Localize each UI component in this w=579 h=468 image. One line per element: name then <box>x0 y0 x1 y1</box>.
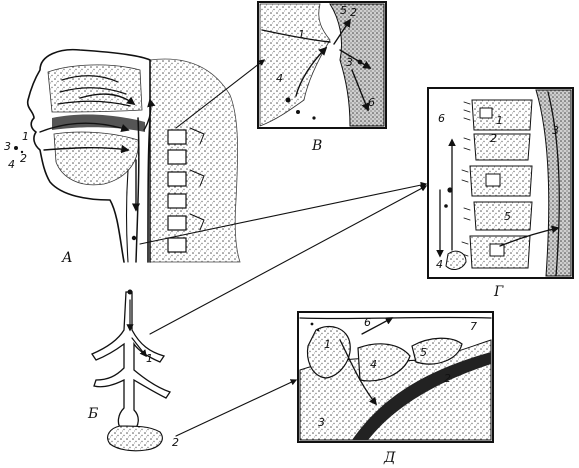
panel-d-alveolar-detail: 1 2 3 4 5 6 7 Д <box>297 311 494 466</box>
panel-a-number-1: 1 <box>22 130 29 143</box>
panel-d-number-5: 5 <box>420 346 427 359</box>
panel-v-nasal-detail: 1 2 3 4 5 6 В <box>257 1 387 154</box>
panel-g-number-1: 1 <box>496 114 503 127</box>
panel-v-number-5: 5 <box>340 4 347 17</box>
panel-g-label: Г <box>493 284 504 300</box>
panel-a-number-2: 2 <box>20 152 27 165</box>
epithelial-cells <box>469 99 533 269</box>
panel-v-number-1: 1 <box>298 28 305 41</box>
panel-b-bronchial-tree: 1 2 Б <box>87 289 179 452</box>
panel-d-number-6: 6 <box>364 316 371 329</box>
panel-d-number-2: 2 <box>444 372 451 385</box>
panel-d-number-1: 1 <box>324 338 331 351</box>
connector-lines <box>139 59 428 437</box>
panel-v-number-3: 3 <box>346 56 353 69</box>
panel-b-number-2: 2 <box>172 436 179 449</box>
panel-v-number-6: 6 <box>368 96 375 109</box>
panel-v-number-2: 2 <box>350 6 357 19</box>
panel-g-number-2: 2 <box>490 132 497 145</box>
panel-d-number-3: 3 <box>318 416 325 429</box>
panel-v-number-4: 4 <box>276 72 283 85</box>
panel-a-number-3: 3 <box>4 140 11 153</box>
panel-d-number-7: 7 <box>470 320 477 333</box>
panel-d-number-4: 4 <box>370 358 377 371</box>
panel-v-label: В <box>311 138 322 154</box>
panel-a-number-4: 4 <box>8 158 15 171</box>
panel-g-number-4: 4 <box>436 258 443 271</box>
panel-g-number-6: 6 <box>438 112 445 125</box>
panel-g-number-5: 5 <box>504 210 511 223</box>
panel-b-label: Б <box>87 406 98 422</box>
panel-a-label: А <box>61 250 73 266</box>
panel-a-head-section: 1 2 3 4 А <box>4 48 241 266</box>
cervical-vertebrae <box>167 127 205 253</box>
panel-g-number-3: 3 <box>552 124 559 137</box>
panel-d-label: Д <box>383 450 396 466</box>
panel-b-number-1: 1 <box>146 352 153 365</box>
panel-g-mucosa-detail: 1 2 3 4 5 6 Г <box>427 87 574 300</box>
